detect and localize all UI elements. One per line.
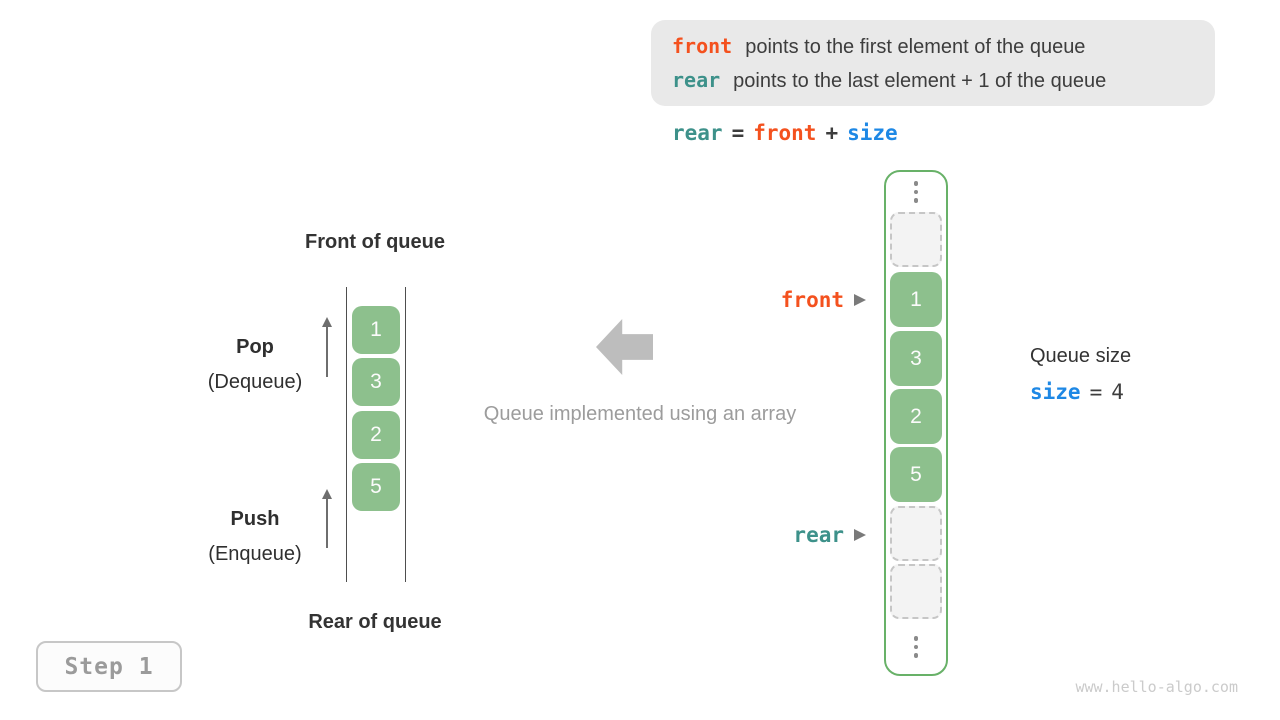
- dequeue-label: (Dequeue): [207, 371, 303, 393]
- enqueue-label: (Enqueue): [208, 543, 302, 565]
- queue-cell: 3: [352, 358, 400, 406]
- array-cell-value: 1: [890, 272, 942, 327]
- queue-cell: 2: [352, 411, 400, 459]
- array-cell-empty: [890, 506, 942, 561]
- right-arrowhead-icon: [854, 294, 866, 306]
- front-pointer-label: front: [780, 288, 844, 312]
- array-cell-empty: [890, 212, 942, 267]
- queue-cell: 5: [352, 463, 400, 511]
- rear-description: points to the last element + 1 of the qu…: [733, 69, 1107, 92]
- push-label-group: Push (Enqueue): [180, 506, 330, 567]
- legend-row-front: front points to the first element of the…: [672, 34, 1194, 59]
- rear-term: rear: [672, 67, 721, 92]
- rear-pointer: rear: [700, 521, 866, 549]
- queue-channel: [346, 287, 406, 582]
- push-up-arrow-icon: [321, 489, 333, 548]
- array-cell-value: 2: [890, 389, 942, 444]
- formula-size: size: [847, 121, 898, 145]
- array-cell-value: 3: [890, 331, 942, 386]
- rear-pointer-label: rear: [793, 523, 844, 547]
- formula-equals: =: [731, 121, 745, 145]
- ellipsis-bottom-icon: [886, 636, 946, 658]
- legend-row-rear: rear points to the last element + 1 of t…: [672, 68, 1194, 93]
- size-equals: =: [1089, 380, 1103, 404]
- array-container: 1 3 2 5: [884, 170, 948, 676]
- front-description: points to the first element of the queue: [745, 35, 1086, 58]
- pop-label-group: Pop (Dequeue): [180, 334, 330, 395]
- size-value: 4: [1111, 380, 1124, 404]
- array-cell-value: 5: [890, 447, 942, 502]
- right-arrowhead-icon: [854, 529, 866, 541]
- formula-front: front: [753, 121, 817, 145]
- formula-plus: +: [825, 121, 839, 145]
- step-badge: Step 1: [36, 641, 182, 692]
- size-expression: size = 4: [1030, 380, 1124, 404]
- formula-rear: rear: [672, 121, 723, 145]
- push-label: Push: [230, 508, 280, 530]
- ellipsis-top-icon: [886, 181, 946, 203]
- array-caption: Queue implemented using an array: [483, 403, 797, 425]
- legend-box: front points to the first element of the…: [651, 20, 1215, 106]
- pop-label: Pop: [236, 336, 274, 358]
- queue-size-title: Queue size: [1030, 345, 1132, 367]
- pop-up-arrow-icon: [321, 317, 333, 377]
- front-pointer: front: [700, 286, 866, 314]
- left-block-arrow-icon: [596, 319, 653, 375]
- front-term: front: [672, 33, 733, 58]
- formula: rear = front + size: [672, 121, 898, 145]
- size-variable: size: [1030, 380, 1081, 404]
- queue-cell: 1: [352, 306, 400, 354]
- watermark: www.hello-algo.com: [1075, 678, 1238, 696]
- front-of-queue-title: Front of queue: [305, 231, 445, 253]
- array-cell-empty: [890, 564, 942, 619]
- rear-of-queue-title: Rear of queue: [308, 611, 442, 633]
